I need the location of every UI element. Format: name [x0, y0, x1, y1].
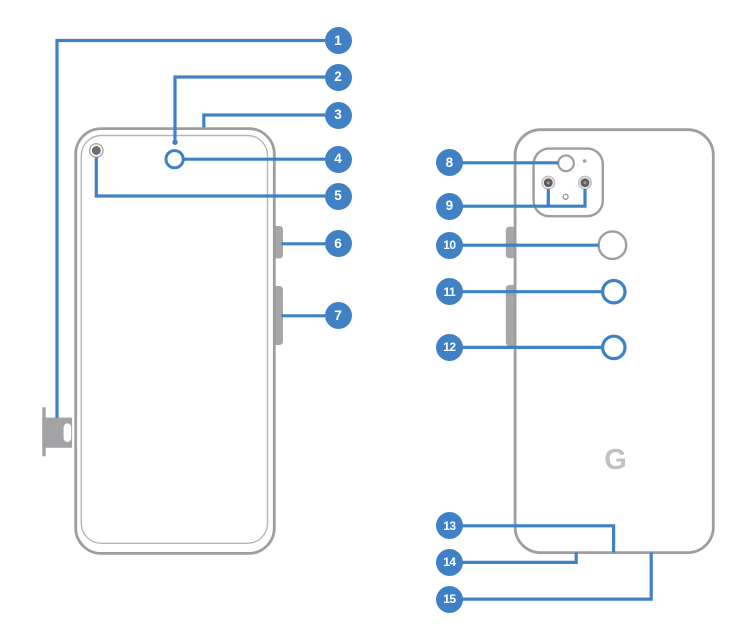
google-logo: G: [604, 444, 627, 476]
callout-1-badge: 1: [324, 27, 352, 54]
indicator-circle-11: [600, 278, 627, 305]
callout-2-badge: 2: [324, 63, 352, 91]
callout-12-badge: 12: [435, 333, 463, 361]
callout-line-5: [94, 157, 325, 198]
callout-line-3: [202, 113, 325, 128]
callout-4-badge: 4: [324, 145, 352, 173]
callout-6-badge: 6: [324, 230, 352, 258]
callout-line-1: [55, 38, 325, 418]
callout-10-badge: 10: [435, 231, 463, 259]
front-phone: [74, 127, 276, 555]
sim-card-tray: [42, 407, 73, 457]
callout-15-badge: 15: [435, 585, 463, 613]
callout-lines: [55, 38, 653, 601]
callout-line-15: [462, 552, 653, 601]
fingerprint-sensor: [597, 230, 628, 261]
callout-14-badge: 14: [435, 548, 463, 576]
indicator-circle-12: [600, 334, 627, 361]
rear-camera-lens-left: [541, 175, 556, 190]
callout-9-badge: 9: [435, 192, 463, 220]
callout-line-9: [462, 189, 587, 208]
rear-flash: [557, 154, 575, 173]
callout-line-13: [462, 524, 616, 553]
rear-camera-lens-right: [577, 175, 593, 190]
callout-line-14: [462, 552, 578, 565]
rear-mic-dot: [582, 159, 587, 163]
callout-3-badge: 3: [324, 101, 352, 129]
callout-8-badge: 8: [435, 149, 463, 177]
back-phone: [513, 128, 715, 554]
callout-13-badge: 13: [435, 512, 463, 540]
callout-5-badge: 5: [324, 182, 352, 210]
front-sensor-dot-marker: [172, 139, 178, 145]
callout-11-badge: 11: [435, 278, 463, 306]
front-camera: [88, 143, 104, 158]
earpiece-indicator-circle: [164, 149, 185, 170]
callout-line-2: [173, 75, 325, 140]
callout-7-badge: 7: [324, 302, 352, 330]
rear-sensor-dot: [562, 193, 569, 201]
